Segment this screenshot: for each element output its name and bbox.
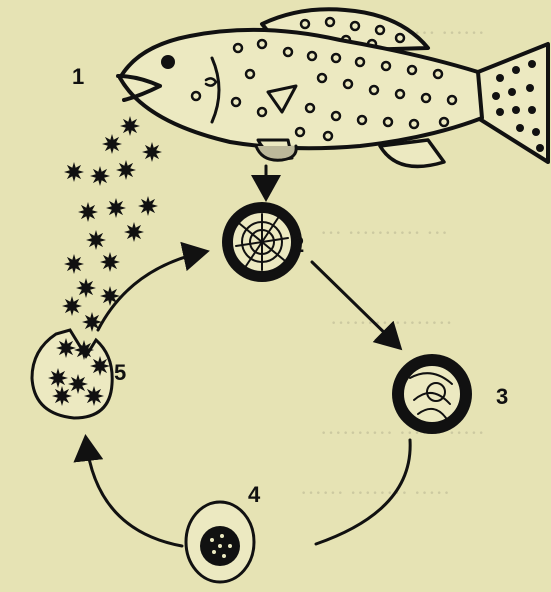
parasite-spore [64,254,84,274]
stage-label-4: 4 [248,482,261,507]
parasite-spore [52,386,72,406]
parasite-spore [78,202,98,222]
parasite-spore [56,338,76,358]
parasite-spore [90,166,110,186]
parasite-spore [90,356,110,376]
stage-label-1: 1 [72,64,84,89]
parasite-spore [106,198,126,218]
parasite-spore [86,230,106,250]
parasite-spore [124,222,144,242]
svg-text:··· ·········· ···: ··· ·········· ··· [320,220,448,245]
stage-label-3: 3 [496,384,508,409]
parasite-spore [138,196,158,216]
parasite-spore [74,340,94,360]
fish-cyst-bump [256,146,296,160]
parasite-spore [62,296,82,316]
parasite-spore [102,134,122,154]
parasite-spore [76,278,96,298]
parasite-spore [116,160,136,180]
stage-label-2: 2 [292,232,304,257]
svg-text:·········· ······ ·····: ·········· ······ ····· [320,420,485,445]
svg-text:········ ········: ········ ········ [330,310,453,335]
parasite-spore [82,312,102,332]
arrow-4-to-5 [86,440,182,546]
parasite-spore [100,252,120,272]
cyst-stage-3 [392,354,472,434]
anal-fin [380,140,444,166]
cyst-stage-4 [186,502,254,582]
cyst-stage-2 [222,202,302,282]
parasite-spore [64,162,84,182]
parasite-spore [68,374,88,394]
parasite-spore [100,286,120,306]
stage-label-5: 5 [114,360,126,385]
svg-text:······ ········ ·····: ······ ········ ····· [300,480,450,505]
fish-tail [478,44,548,162]
parasite-spore [84,386,104,406]
fish-eye [161,55,175,69]
parasite-spore [142,142,162,162]
parasite-spore [48,368,68,388]
parasite-spore [120,116,140,136]
